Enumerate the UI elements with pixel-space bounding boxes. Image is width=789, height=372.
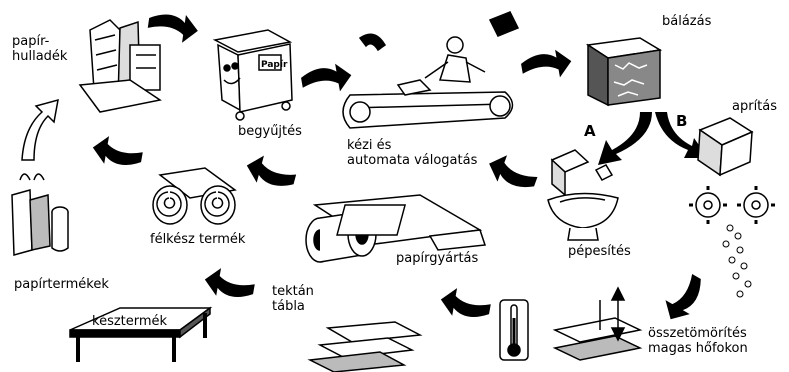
pulping-icon [548,150,618,240]
arrow-to-board [438,286,492,322]
arrow-to-semi-finished [243,152,299,192]
route-arrows [598,112,708,165]
arrow-to-finished [202,266,256,302]
label-finished: késztermék [92,314,167,329]
waste-paper-icon [80,20,160,112]
arrow-to-paper-products [90,134,144,170]
shredding-icon [689,118,775,224]
label-route-b: B [676,114,687,129]
board-sheets-icon [310,322,420,372]
arrow-to-collection [146,10,199,45]
collection-bin-icon [215,30,292,120]
label-baling: bálázás [662,14,711,29]
label-waste-paper: papír- hulladék [12,34,67,64]
arrow-to-waste-paper [22,100,58,160]
bin-sign: Papír [261,60,288,70]
label-pulping: pépesítés [568,244,631,259]
compression-icon [555,288,640,360]
label-sorting: kézi és automata válogatás [347,138,477,168]
arrow-to-papermaking [484,150,541,193]
label-compression: összetömörítés magas hőfokon [648,326,748,356]
thermometer-icon [500,300,528,360]
arrow-to-baling [520,47,574,83]
bale-icon [588,38,660,105]
label-shredding: aprítás [732,99,777,114]
label-paper-products: papírtermékek [14,277,109,292]
label-board: tektán tábla [272,284,314,314]
paper-products-icon [12,174,68,255]
label-semi-finished: félkész termék [150,232,245,247]
arrow-to-sorting [300,61,354,97]
shredded-particles [723,225,751,297]
sorting-conveyor-icon [343,12,518,128]
arrow-to-compression [658,269,707,326]
label-collection: begyűjtés [238,124,302,139]
label-route-a: A [584,124,596,139]
label-papermaking: papírgyártás [396,251,478,266]
semi-finished-rolls-icon [153,168,235,224]
